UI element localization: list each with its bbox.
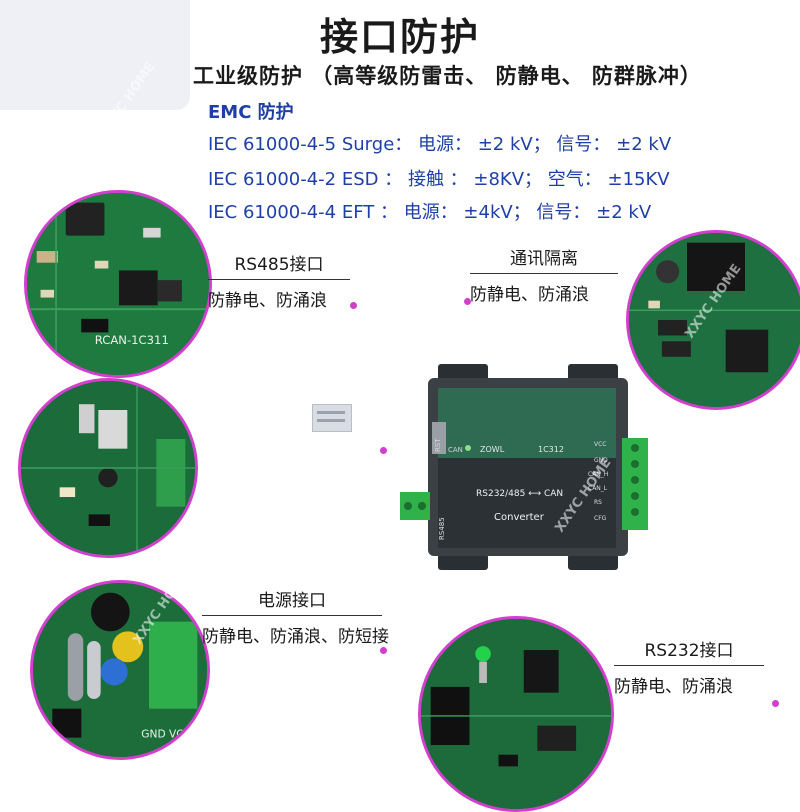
- port-label: RS: [594, 499, 602, 506]
- pcb-image: RCAN-1C311: [27, 193, 209, 375]
- rst-label: RST: [434, 438, 442, 452]
- device-image: CAN RST ZOWL 1C312 VCC GND CAN_H CAN_L R…: [400, 364, 648, 570]
- port-label: VCC: [594, 441, 606, 448]
- rs485-board-closeup: RCAN-1C311: [24, 190, 212, 378]
- callout-body: 防静电、防涌浪: [470, 285, 589, 305]
- callout-body: 防静电、防涌浪: [614, 677, 733, 697]
- port-label: CFG: [594, 515, 607, 522]
- device-brand: ZOWL: [480, 445, 505, 454]
- spec-emc: EMC 防护: [208, 102, 294, 123]
- callout-dot: [350, 302, 357, 309]
- callout-title: 通讯隔离: [470, 244, 618, 274]
- board-label: GND VCC: [141, 728, 191, 741]
- callout-title: 电源接口: [202, 586, 382, 616]
- isolation-callout: 通讯隔离 防静电、防涌浪: [470, 244, 618, 305]
- pcb-image: [421, 619, 611, 809]
- rs232-board-closeup: [418, 616, 614, 812]
- callout-title: RS485接口: [208, 250, 350, 280]
- page-title: 接口防护: [319, 15, 480, 59]
- port-label: CAN_L: [588, 485, 608, 492]
- device-mode: RS232/485 ⟷ CAN: [476, 489, 563, 499]
- device-name: Converter: [494, 512, 545, 523]
- rs232-callout: RS232接口 防静电、防涌浪: [614, 636, 764, 697]
- corner-tint: [0, 0, 190, 110]
- callout-dot: [380, 647, 387, 654]
- small-module-image: [312, 404, 352, 432]
- rs485-callout: RS485接口 防静电、防涌浪: [208, 250, 350, 311]
- callout-title: RS232接口: [614, 636, 764, 666]
- spec-eft: IEC 61000-4-4 EFT ： 电源： ±4kV； 信号： ±2 kV: [208, 202, 652, 223]
- spec-surge: IEC 61000-4-5 Surge： 电源： ±2 kV； 信号： ±2 k…: [208, 134, 672, 155]
- callout-body: 防静电、防涌浪、防短接: [202, 627, 389, 647]
- pcb-image: GND VCC: [33, 583, 207, 757]
- converter-device: CAN RST ZOWL 1C312 VCC GND CAN_H CAN_L R…: [398, 362, 654, 574]
- power-callout: 电源接口 防静电、防涌浪、防短接: [202, 586, 389, 647]
- callout-dot: [772, 700, 779, 707]
- port-label: GND: [594, 457, 608, 464]
- side-label: RS485: [438, 517, 446, 540]
- isolation-board-closeup: [626, 230, 800, 410]
- callout-body: 防静电、防涌浪: [208, 291, 327, 311]
- device-model: 1C312: [538, 445, 564, 454]
- spec-esd: IEC 61000-4-2 ESD ： 接触 ： ±8KV； 空气： ±15KV: [208, 169, 670, 190]
- led-label: CAN: [448, 446, 463, 454]
- callout-dot: [464, 298, 471, 305]
- pcb-image: [21, 381, 195, 555]
- board-closeup-middle: [18, 378, 198, 558]
- port-label: CAN_H: [588, 471, 608, 478]
- power-board-closeup: GND VCC: [30, 580, 210, 760]
- board-label: RCAN-1C311: [95, 333, 169, 347]
- page-subtitle: 工业级防护 （高等级防雷击、 防静电、 防群脉冲）: [193, 64, 702, 88]
- callout-dot: [380, 447, 387, 454]
- pcb-image: [629, 233, 800, 407]
